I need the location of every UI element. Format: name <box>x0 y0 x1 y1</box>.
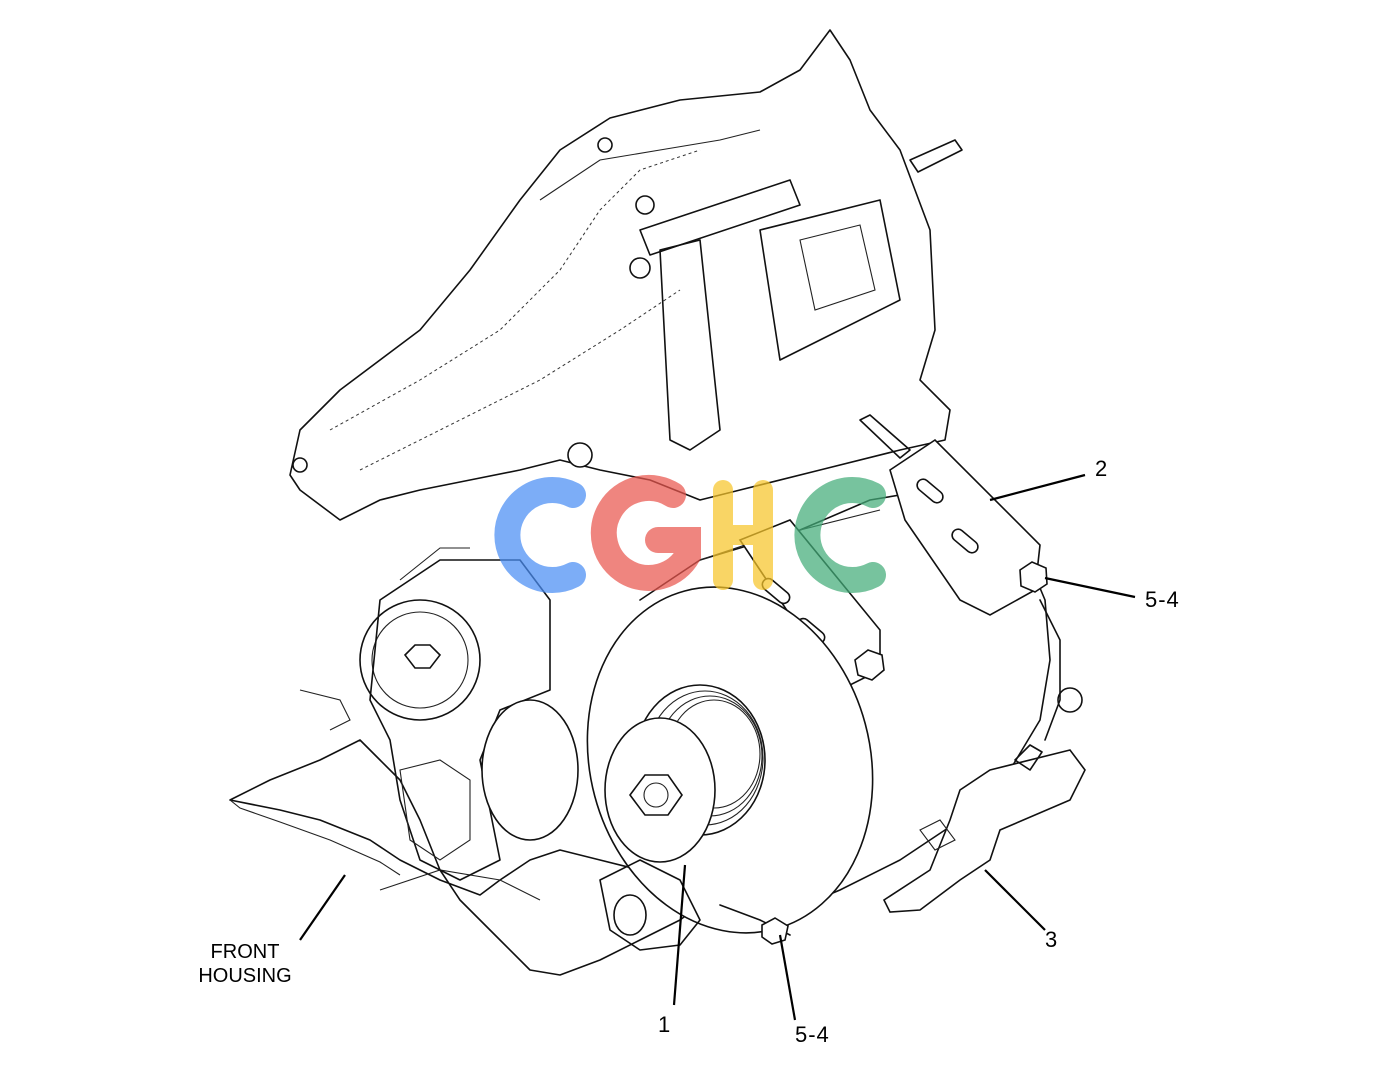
upper-housing <box>289 29 951 521</box>
leader-front-housing <box>299 874 346 941</box>
leader-1 <box>672 864 687 1006</box>
callout-label-2: 2 <box>1095 456 1109 481</box>
front-housing-label-line1: FRONT <box>210 941 280 963</box>
front-housing-label: FRONT HOUSING <box>192 940 298 988</box>
mounting-ear-upper <box>889 438 1041 616</box>
watermark-letter-h <box>713 480 773 590</box>
leader-5-4-upper <box>1044 576 1136 599</box>
watermark <box>494 474 886 593</box>
callout-label-5-4-lower: 5-4 <box>795 1022 830 1047</box>
front-housing-label-line2: HOUSING <box>198 965 292 987</box>
callout-label-5-4-upper: 5-4 <box>1145 587 1180 612</box>
callout-label-1: 1 <box>658 1012 672 1037</box>
watermark-letter-c2 <box>794 477 886 593</box>
mount-bracket <box>659 239 721 451</box>
callout-label-3: 3 <box>1045 927 1059 952</box>
watermark-letter-g <box>590 474 701 591</box>
leader-2 <box>989 473 1086 502</box>
bracket-3 <box>882 749 1086 913</box>
leader-3 <box>984 869 1046 931</box>
watermark-letter-c1 <box>494 477 586 593</box>
leader-5-4-lower <box>778 934 797 1021</box>
shaft <box>909 139 963 173</box>
